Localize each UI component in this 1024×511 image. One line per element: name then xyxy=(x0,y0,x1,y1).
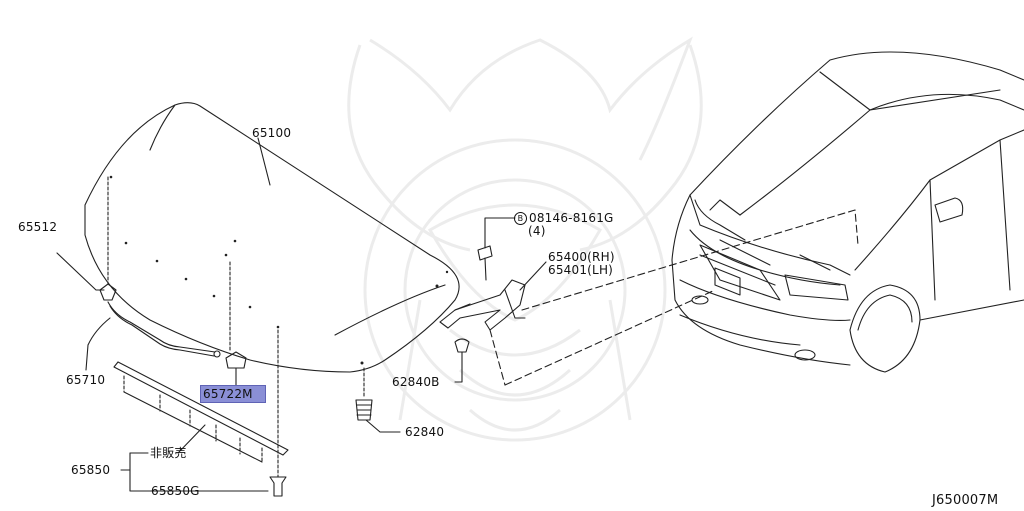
label-hinge-bolt-qty: (4) xyxy=(528,224,546,238)
leader-bolt xyxy=(484,217,516,249)
label-hinge-bolt-text: 08146-8161G xyxy=(529,211,614,225)
label-not-for-sale: 非販売 xyxy=(150,446,187,460)
leader-65100 xyxy=(257,137,271,186)
hood-front-edge xyxy=(334,284,446,336)
vehicle-outline xyxy=(671,51,1024,373)
seal-clip-65850G xyxy=(269,476,287,497)
label-bumper-rubber[interactable]: 62840 xyxy=(405,425,445,439)
label-hinge-rh[interactable]: 65400(RH) xyxy=(548,250,615,264)
watermark-emblem xyxy=(347,36,703,442)
leader-hinge xyxy=(519,261,547,291)
label-hinge-lh[interactable]: 65401(LH) xyxy=(548,263,614,277)
hood-stay-rod xyxy=(107,301,216,353)
leader-62840 xyxy=(365,419,401,433)
bumper-rubber-62840B xyxy=(454,338,470,353)
label-bumper-rubber-b[interactable]: 62840B xyxy=(392,375,440,389)
hinge-to-car-dash xyxy=(521,209,859,311)
leader-nonsale xyxy=(177,424,206,454)
label-seal-clip[interactable]: 65850G xyxy=(151,484,200,498)
leader-62840B xyxy=(454,351,463,383)
label-hood-stay[interactable]: 65710 xyxy=(66,373,106,387)
stay-clip-65722M xyxy=(225,351,247,369)
hood-outline xyxy=(84,102,460,373)
leader-65710 xyxy=(85,317,111,371)
hinge-bolt xyxy=(477,245,493,261)
hood-hinge xyxy=(439,279,526,331)
label-seal[interactable]: 65850 xyxy=(71,463,111,477)
diagram-id: J650007M xyxy=(932,493,999,508)
leader-65512 xyxy=(56,252,105,291)
label-stay-grommet[interactable]: 65512 xyxy=(18,220,58,234)
grommet-65512 xyxy=(99,283,117,301)
hood-crease xyxy=(149,104,176,151)
bolt-marker-icon: B xyxy=(514,212,527,225)
leader-65850G xyxy=(129,452,269,492)
hood-holes xyxy=(109,175,449,365)
label-hood[interactable]: 65100 xyxy=(252,126,292,140)
hood-seal-strip xyxy=(113,361,289,456)
bumper-rubber-62840 xyxy=(355,399,373,421)
label-stay-clip-highlighted[interactable]: 65722M xyxy=(200,385,266,403)
